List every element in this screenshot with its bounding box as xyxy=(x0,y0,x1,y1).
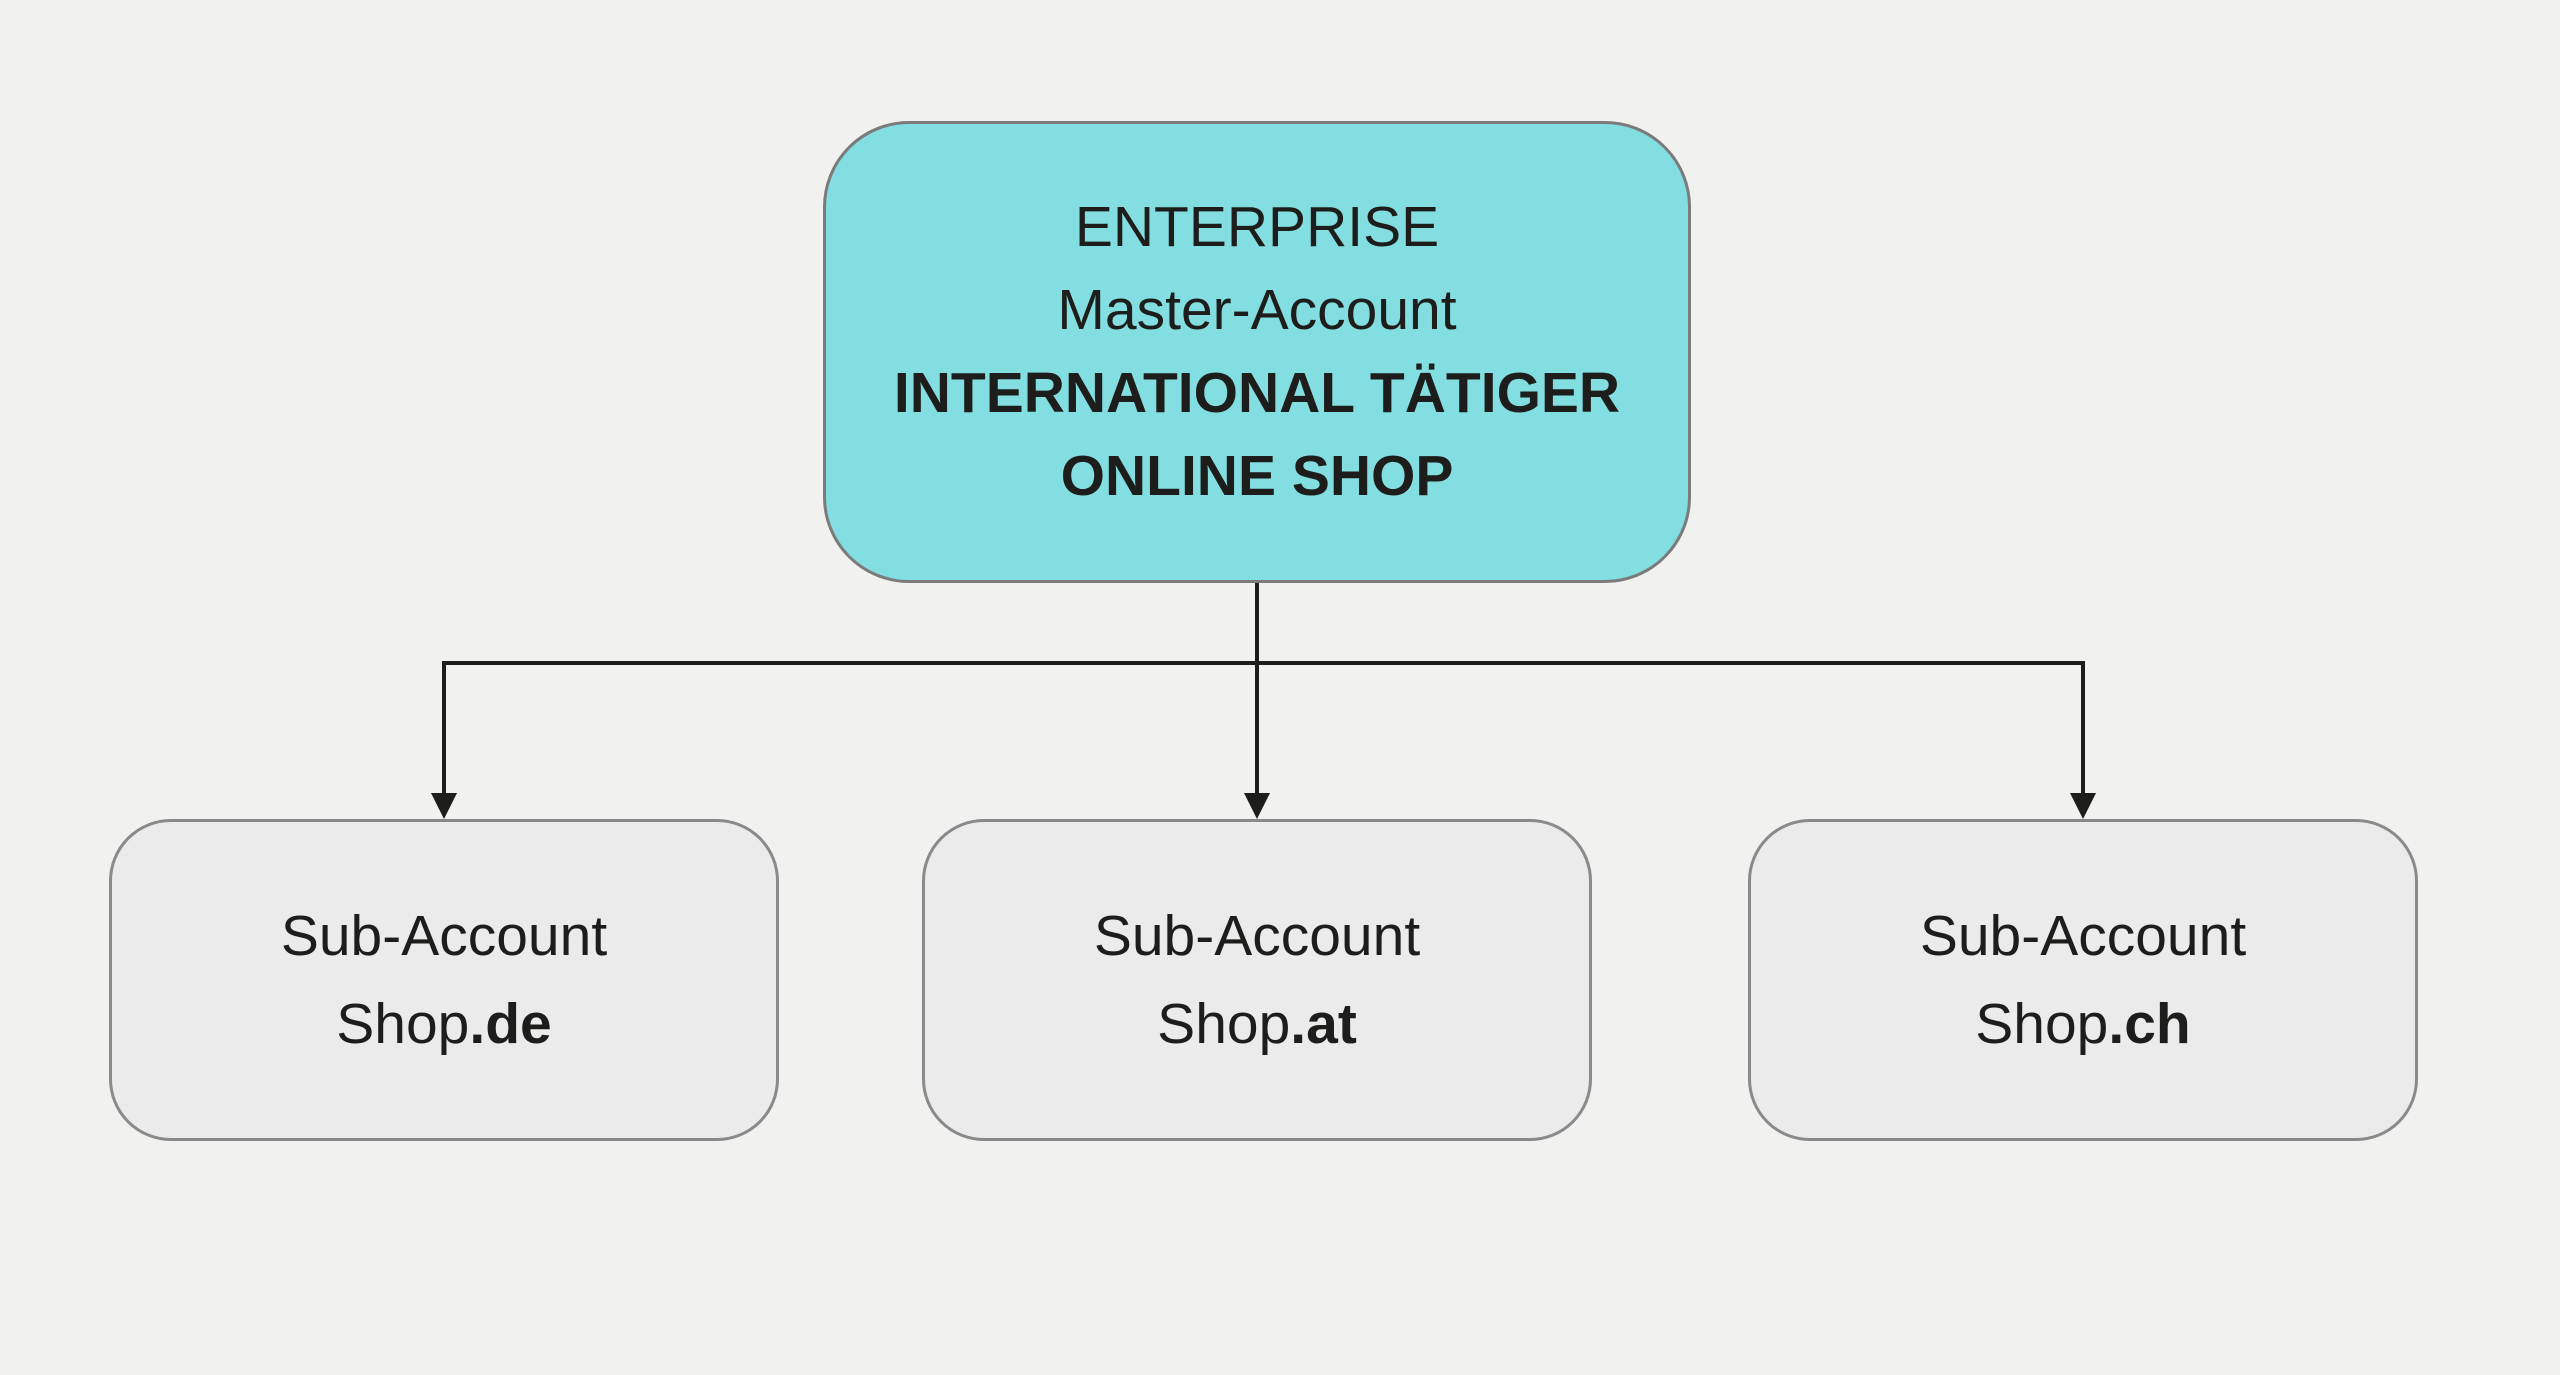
domain-suffix: .ch xyxy=(2108,992,2191,1056)
sub-account-domain: Shop.ch xyxy=(1975,980,2190,1068)
sub-account-label: Sub-Account xyxy=(1093,904,1421,968)
shop-name: Shop xyxy=(1975,992,2109,1056)
sub-account-node-ch: Sub-Account Shop.ch xyxy=(1748,819,2418,1141)
master-line-shop-name-2: ONLINE SHOP xyxy=(1060,444,1454,508)
domain-suffix: .at xyxy=(1290,992,1357,1056)
master-account-node: ENTERPRISE Master-Account INTERNATIONAL … xyxy=(823,121,1691,583)
domain-suffix: .de xyxy=(469,992,552,1056)
master-line-enterprise: ENTERPRISE xyxy=(1074,195,1440,259)
sub-account-label: Sub-Account xyxy=(280,904,608,968)
shop-name: Shop xyxy=(1157,992,1291,1056)
shop-name: Shop xyxy=(336,992,470,1056)
master-line-shop-name-1: INTERNATIONAL TÄTIGER xyxy=(893,361,1621,425)
sub-account-node-de: Sub-Account Shop.de xyxy=(109,819,779,1141)
arrow-down-icon xyxy=(2070,793,2096,819)
sub-account-domain: Shop.de xyxy=(336,980,551,1068)
arrow-down-icon xyxy=(431,793,457,819)
sub-account-label: Sub-Account xyxy=(1919,904,2247,968)
arrow-down-icon xyxy=(1244,793,1270,819)
master-line-account-type: Master-Account xyxy=(1057,278,1457,342)
sub-account-node-at: Sub-Account Shop.at xyxy=(922,819,1592,1141)
sub-account-domain: Shop.at xyxy=(1157,980,1357,1068)
